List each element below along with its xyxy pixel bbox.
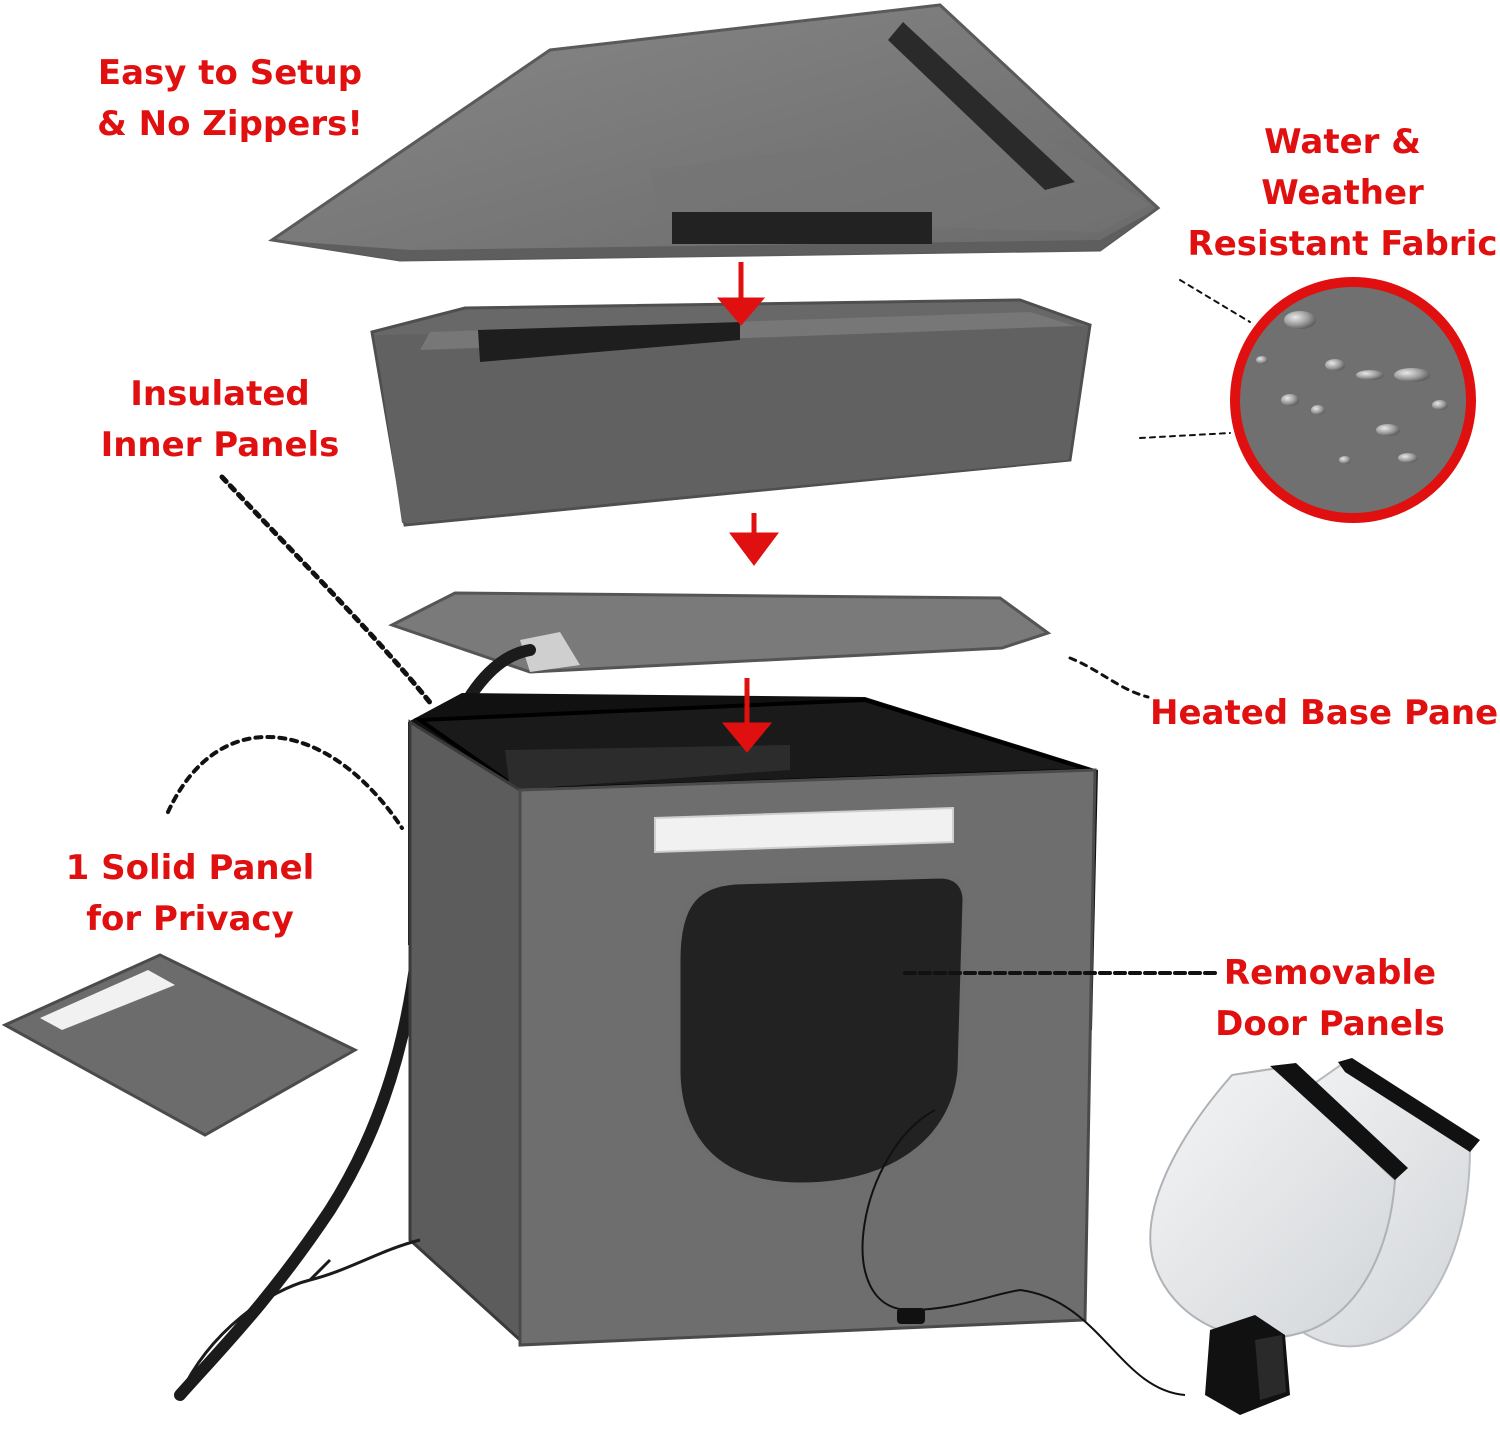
callout-easy-setup: Easy to Setup & No Zippers! <box>70 48 390 150</box>
callout-door-line2: Door Panels <box>1215 1004 1445 1044</box>
callout-insulated-panels: Insulated Inner Panels <box>90 369 350 471</box>
doorway <box>675 873 968 1188</box>
leader-lines <box>166 279 1251 975</box>
callout-solid-panel: 1 Solid Panel for Privacy <box>40 843 340 945</box>
callout-insulated-line2: Inner Panels <box>100 425 340 465</box>
heated-base-panel <box>388 591 1052 674</box>
cat-house-base <box>408 693 1098 1347</box>
power-adapter <box>178 1109 1290 1415</box>
callout-door-panels: Removable Door Panels <box>1205 948 1455 1050</box>
removable-door-panels <box>1149 1058 1480 1348</box>
roof-cover <box>268 3 1161 262</box>
velcro-strip <box>672 212 932 244</box>
switch-icon <box>897 1308 925 1324</box>
assembly-arrows <box>716 262 779 753</box>
callout-solid-line2: for Privacy <box>86 899 294 939</box>
callout-heated-line1: Heated Base Panel <box>1150 693 1500 733</box>
callout-water-line2: Weather <box>1261 173 1424 213</box>
callout-door-line1: Removable <box>1223 953 1437 993</box>
callout-water-resistant: Water & Weather Resistant Fabric <box>1185 117 1500 270</box>
callout-heated-base: Heated Base Panel <box>1150 688 1500 739</box>
callout-water-line1: Water & <box>1264 122 1421 162</box>
callout-solid-line1: 1 Solid Panel <box>65 848 315 888</box>
callout-water-line3: Resistant Fabric <box>1187 224 1498 264</box>
solid-privacy-panel <box>1 953 359 1137</box>
callout-easy-setup-line2: & No Zippers! <box>97 104 363 144</box>
inner-panel-tray <box>370 298 1092 527</box>
callout-insulated-line1: Insulated <box>130 374 310 414</box>
fabric-closeup <box>1230 277 1476 523</box>
callout-easy-setup-line1: Easy to Setup <box>97 53 363 93</box>
